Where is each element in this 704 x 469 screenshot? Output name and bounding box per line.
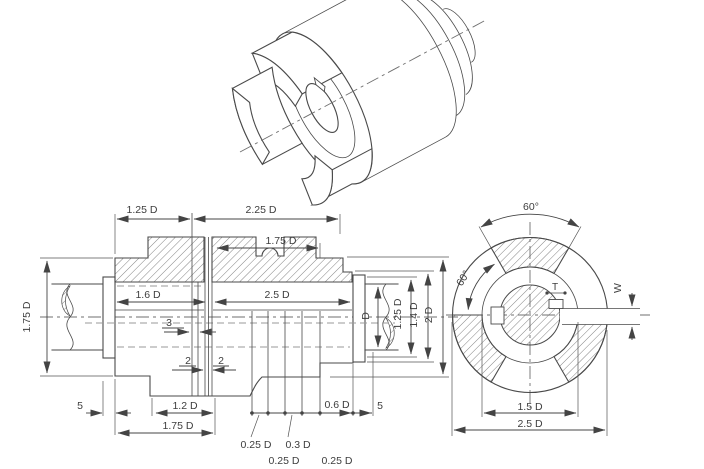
iso-keyway xyxy=(313,76,326,93)
right-shaft-break-hatch xyxy=(385,317,395,349)
label-3: 3 xyxy=(166,317,172,329)
left-muff-section xyxy=(114,236,205,283)
left-shaft-break-hatch xyxy=(61,285,71,317)
bottom-profile xyxy=(114,357,354,397)
left-collar xyxy=(102,276,116,359)
label-175d-vertical: 1.75 D xyxy=(21,301,33,332)
label-chain-025d-3: 0.25 D xyxy=(322,455,353,467)
side-claw-sectors xyxy=(451,236,609,383)
label-2d-vertical: 2 D xyxy=(423,306,435,323)
side-dimensions xyxy=(451,213,636,436)
label-chain-025d-2: 0.25 D xyxy=(269,455,300,467)
label-12d: 1.2 D xyxy=(172,400,198,412)
iso-back-rim-arc xyxy=(400,0,457,138)
label-125d-vertical: 1.25 D xyxy=(392,298,404,329)
right-shaft xyxy=(364,283,399,351)
side-shaft-bore xyxy=(499,284,561,346)
label-d-vertical: D xyxy=(360,312,372,320)
label-225d-top: 2.25 D xyxy=(246,204,277,216)
label-5-left: 5 xyxy=(77,400,83,412)
label-125d-top: 1.25 D xyxy=(127,204,158,216)
label-60-top: 60° xyxy=(523,201,539,213)
sleeve-end-plate xyxy=(352,274,366,363)
side-view: 60° 60° T W 1.5 D 2.5 D xyxy=(446,201,650,436)
label-2-right: 2 xyxy=(218,355,224,367)
front-dimensions xyxy=(40,214,449,438)
label-14d-vertical: 1.4 D xyxy=(408,302,420,328)
side-keyway-band-mask xyxy=(560,308,640,325)
front-view: 1.25 D 2.25 D 1.75 D 1.6 D 2.5 D 3 2 2 1… xyxy=(21,204,458,467)
iso-back-step-arc xyxy=(416,0,466,116)
side-keyway-notch xyxy=(548,299,564,309)
dim-60-inner-arc xyxy=(465,263,495,311)
iso-axis-centerline xyxy=(239,19,487,153)
iso-claws xyxy=(231,31,373,206)
isometric-view xyxy=(231,0,487,206)
label-5-right: 5 xyxy=(377,400,383,412)
label-25d-side: 2.5 D xyxy=(517,418,543,430)
label-2-left: 2 xyxy=(185,355,191,367)
chain-leaders xyxy=(250,414,293,438)
side-keyway-band-lines xyxy=(562,308,640,325)
label-w: W xyxy=(612,283,624,293)
label-chain-03d: 0.3 D xyxy=(285,439,311,451)
label-175d-bottom: 1.75 D xyxy=(163,420,194,432)
label-16d: 1.6 D xyxy=(135,289,161,301)
side-key xyxy=(490,306,505,325)
label-25d-sleeve: 2.5 D xyxy=(264,289,290,301)
label-06d: 0.6 D xyxy=(324,399,350,411)
label-60-inner: 60° xyxy=(454,268,473,288)
iso-cylinder-silhouette xyxy=(282,0,446,183)
label-t: T xyxy=(552,282,558,293)
front-labels: 1.25 D 2.25 D 1.75 D 1.6 D 2.5 D 3 2 2 1… xyxy=(21,204,435,467)
label-175d-upper: 1.75 D xyxy=(266,235,297,247)
label-15d: 1.5 D xyxy=(517,401,543,413)
label-chain-025d-1: 0.25 D xyxy=(241,439,272,451)
dim-60-top-arc xyxy=(480,213,580,228)
